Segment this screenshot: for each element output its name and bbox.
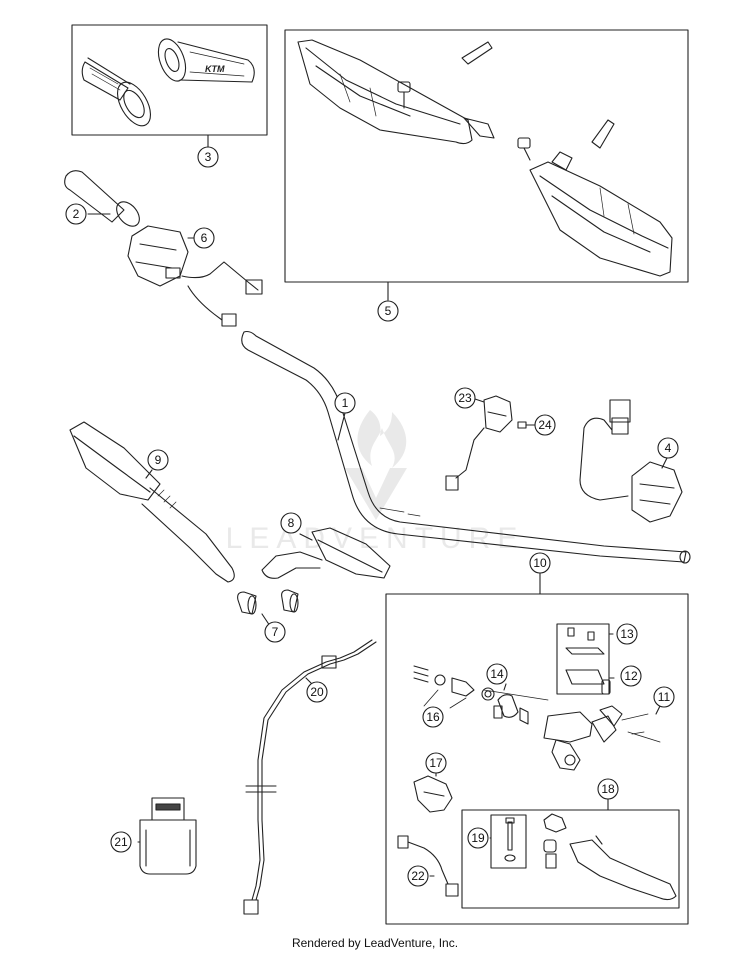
pin-12 [601,677,615,695]
callout-24: 24 [534,414,556,436]
watermark: LEADVENTURE [226,410,517,555]
callout-7: 7 [264,621,286,643]
bolts-14 [483,683,549,725]
callout-12: 12 [620,665,642,687]
cover-17 [413,771,453,813]
callout-6: 6 [193,227,215,249]
spring-piston-16 [413,665,495,709]
callout-16: 16 [422,706,444,728]
switch-23 [445,395,539,491]
callout-21: 21 [110,831,132,853]
svg-text:22: 22 [411,869,425,883]
leader-4 [661,457,668,469]
leader-1 [337,412,346,441]
svg-text:21: 21 [114,835,128,849]
svg-text:24: 24 [538,418,552,432]
svg-text:17: 17 [429,756,443,770]
svg-text:12: 12 [624,669,638,683]
callout-22: 22 [407,865,429,887]
grip-right: KTM [157,38,255,83]
svg-text:1: 1 [342,396,349,410]
callout-14: 14 [486,663,508,685]
callout-3: 3 [197,146,219,168]
svg-text:20: 20 [310,685,324,699]
callout-20: 20 [306,681,328,703]
kit-13-box [556,623,614,695]
master-cylinder [543,705,661,771]
handguard-left [297,39,495,145]
leader-11 [655,705,661,715]
handguard-kit-box [284,29,689,283]
mirror-8 [261,527,391,579]
svg-text:10: 10 [533,556,547,570]
callout-11: 11 [653,686,675,708]
callout-8: 8 [280,512,302,534]
svg-text:6: 6 [201,231,208,245]
svg-text:11: 11 [658,690,671,704]
callout-10: 10 [529,552,551,574]
master-cylinder-box [385,593,689,925]
svg-text:18: 18 [601,782,615,796]
svg-text:7: 7 [272,625,279,639]
caps-7 [237,589,299,627]
svg-text:16: 16 [426,710,440,724]
svg-text:4: 4 [665,441,672,455]
handguard-right [529,151,673,277]
svg-text:14: 14 [490,667,504,681]
fluid-bottle-21 [137,797,197,875]
callout-23: 23 [454,387,476,409]
callout-1: 1 [334,392,356,414]
handlebar [241,330,691,564]
leader-20 [305,677,313,685]
left-switch-assembly [127,225,263,327]
sensor-cable-22 [397,835,459,897]
lever-kit-18-box [461,797,680,909]
svg-text:13: 13 [620,627,634,641]
callout-5: 5 [377,300,399,322]
callout-4: 4 [657,437,679,459]
svg-text:19: 19 [471,831,485,845]
footer-credit: Rendered by LeadVenture, Inc. [291,936,459,950]
callout-9: 9 [147,449,169,471]
svg-text:3: 3 [205,150,212,164]
callout-18: 18 [597,778,619,800]
leader-8 [299,533,313,541]
svg-text:23: 23 [458,391,472,405]
grip-left [81,57,152,127]
heated-grip [64,170,140,227]
kit-19-box [489,814,527,869]
lever-parts [543,813,677,901]
callout-19: 19 [467,827,489,849]
svg-text:5: 5 [385,304,392,318]
grips-kit-box [71,24,268,136]
svg-text:9: 9 [155,453,162,467]
handguard-bolts [397,41,615,161]
mirror-9 [69,421,235,583]
svg-text:8: 8 [288,516,295,530]
leader-14 [503,683,507,691]
grip-logo: KTM [205,64,225,74]
callouts: 1 2 3 4 5 6 7 8 9 10 11 12 13 14 16 17 1… [65,146,679,887]
callout-2: 2 [65,203,87,225]
callout-13: 13 [616,623,638,645]
leader-9 [145,469,153,479]
svg-text:2: 2 [73,207,80,221]
callout-17: 17 [425,752,447,774]
right-switch-4 [579,399,683,523]
clutch-cable-20 [243,639,377,915]
